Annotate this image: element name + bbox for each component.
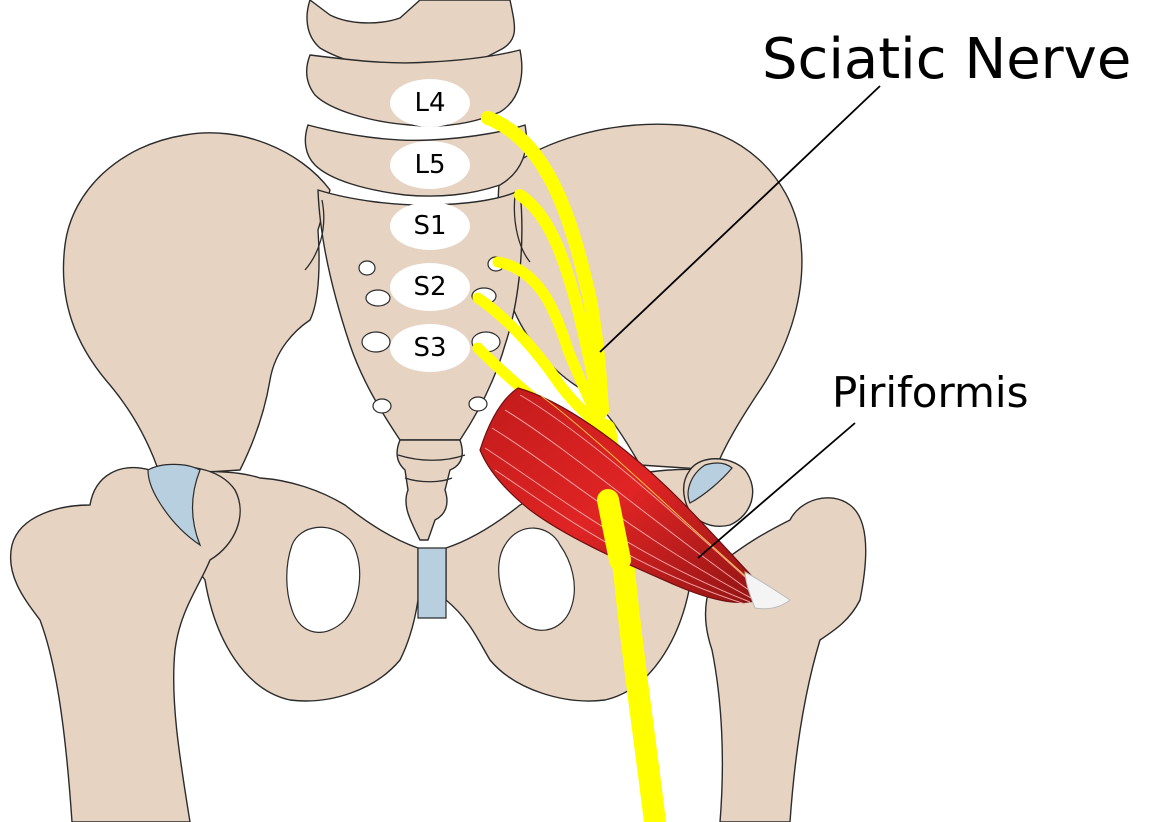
vertebra-oval-l4 xyxy=(390,79,470,127)
right-obturator-foramen xyxy=(498,527,575,631)
vertebra-oval-s2 xyxy=(390,263,470,311)
left-femur xyxy=(9,465,241,822)
left-hip-cartilage xyxy=(147,463,202,547)
vertebra-oval-l5 xyxy=(390,141,470,189)
vertebra-oval-s3 xyxy=(390,324,470,372)
piriformis-leader-line xyxy=(697,422,856,559)
piriformis-label: Piriformis xyxy=(832,368,1029,417)
vertebra-label-s1: S1 xyxy=(413,211,446,241)
sacral-foramen-l4 xyxy=(372,398,392,414)
coccyx xyxy=(396,439,463,541)
vertebra-label-s2: S2 xyxy=(413,272,446,302)
vertebra-label-l4: L4 xyxy=(414,88,445,118)
sacral-foramen-l1 xyxy=(358,260,376,276)
left-obturator-foramen xyxy=(286,526,361,633)
sciatic-nerve-label: Sciatic Nerve xyxy=(762,27,1131,92)
right-femur xyxy=(704,497,867,822)
sacral-foramen-l2 xyxy=(365,289,391,307)
vertebra-label-l5: L5 xyxy=(414,150,445,180)
vertebra-labels: L4 L5 S1 S2 S3 xyxy=(390,79,470,372)
piriformis-muscle xyxy=(479,387,791,610)
vertebra-label-s3: S3 xyxy=(413,333,446,363)
right-ilium xyxy=(497,123,803,471)
sacral-foramen-l3 xyxy=(361,331,391,353)
pubic-symphysis xyxy=(417,547,447,619)
sciatic-nerve-leader-line xyxy=(599,85,881,353)
left-ilium xyxy=(62,132,331,476)
vertebra-oval-s1 xyxy=(390,202,470,250)
sacral-foramen-r4 xyxy=(468,396,488,412)
right-hip-cartilage xyxy=(687,462,733,504)
